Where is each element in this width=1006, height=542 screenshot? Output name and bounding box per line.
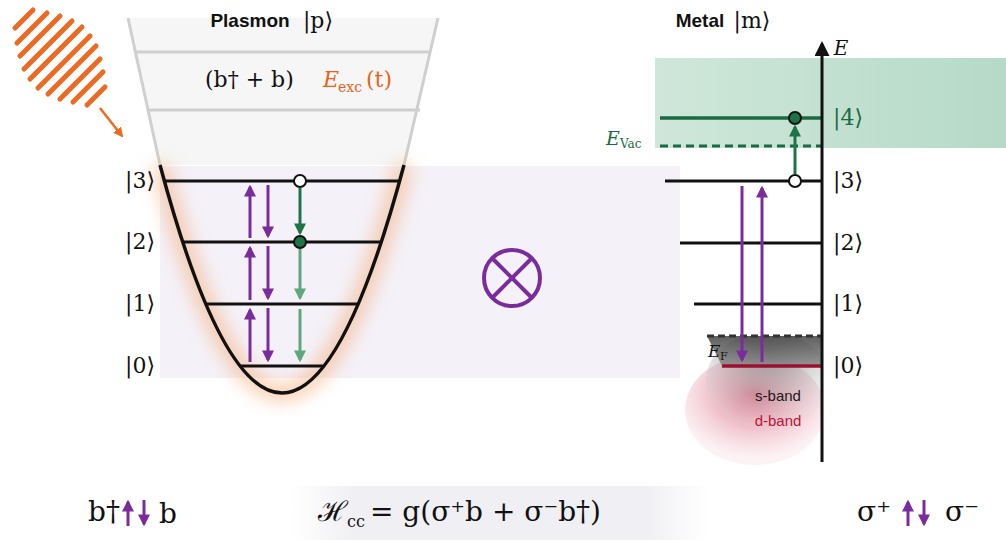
energy-axis — [821, 44, 824, 462]
plasmon-transitions — [250, 185, 268, 362]
drive-line — [149, 109, 420, 112]
hamiltonian-backdrop — [290, 486, 710, 540]
tensor-product — [484, 250, 540, 306]
fermi-sea — [707, 336, 822, 366]
level-label: |1⟩ — [125, 292, 155, 316]
operator-term: (b† + b) — [205, 68, 294, 92]
decay-arrow — [299, 309, 302, 360]
annihilation-operator: b — [159, 499, 177, 530]
hole-dot — [294, 175, 306, 187]
state-ket: |p⟩ — [303, 9, 333, 33]
level-label: |0⟩ — [125, 354, 155, 378]
pulse-arrow — [100, 108, 122, 136]
fermi-symbol: E — [708, 342, 720, 361]
metal-ground-level — [722, 364, 822, 368]
field-subscript: exc — [338, 80, 362, 95]
electron-dot — [294, 236, 306, 248]
level-label: |3⟩ — [125, 169, 155, 193]
band-label: s-band — [755, 388, 801, 405]
level-label: |0⟩ — [833, 354, 863, 378]
field-argument: (t) — [366, 68, 392, 92]
state-ket: |m⟩ — [734, 9, 771, 33]
axis-label: E — [834, 37, 849, 59]
level-label: |2⟩ — [125, 230, 155, 254]
hamiltonian-symbol: ℋ — [318, 497, 348, 528]
raising-operator: σ⁺ — [857, 497, 891, 528]
parabola-upper — [128, 18, 438, 165]
plasmon-parabola — [160, 165, 404, 393]
coupling-band — [160, 166, 680, 378]
metal-transition — [741, 186, 744, 360]
fermi-level — [707, 335, 822, 338]
vacuum-subscript: Vac — [620, 138, 641, 151]
excitation-pulse — [15, 10, 105, 105]
hamiltonian-subscript: cc — [347, 513, 365, 531]
metal-transition — [761, 188, 764, 362]
level-label: |1⟩ — [833, 292, 863, 316]
level-label: |2⟩ — [833, 231, 863, 255]
vacuum-continuum — [655, 58, 1006, 148]
plasmon-glow — [160, 165, 404, 393]
field-symbol: E — [323, 68, 339, 92]
panel-title: Metal — [676, 11, 725, 32]
drive-region — [128, 18, 438, 165]
drive-line — [136, 51, 431, 54]
level-label: |4⟩ — [833, 106, 863, 130]
vacuum-level — [660, 145, 822, 148]
lowering-operator: σ⁻ — [945, 497, 979, 528]
vacuum-symbol: E — [606, 128, 620, 149]
level-label: |3⟩ — [833, 169, 863, 193]
hamiltonian-body: = g(σ⁺b + σ⁻b†) — [370, 497, 601, 528]
decay-arrow — [299, 188, 302, 233]
fermi-subscript: F — [720, 351, 728, 363]
band-label: d-band — [755, 413, 802, 430]
plasmon-levels — [164, 181, 400, 366]
creation-operator: b† — [88, 497, 120, 528]
panel-title: Plasmon — [210, 11, 289, 32]
emission-arrow — [794, 127, 797, 174]
decay-arrow — [299, 249, 302, 298]
electron-dot — [789, 112, 801, 124]
hole-dot — [789, 175, 801, 187]
